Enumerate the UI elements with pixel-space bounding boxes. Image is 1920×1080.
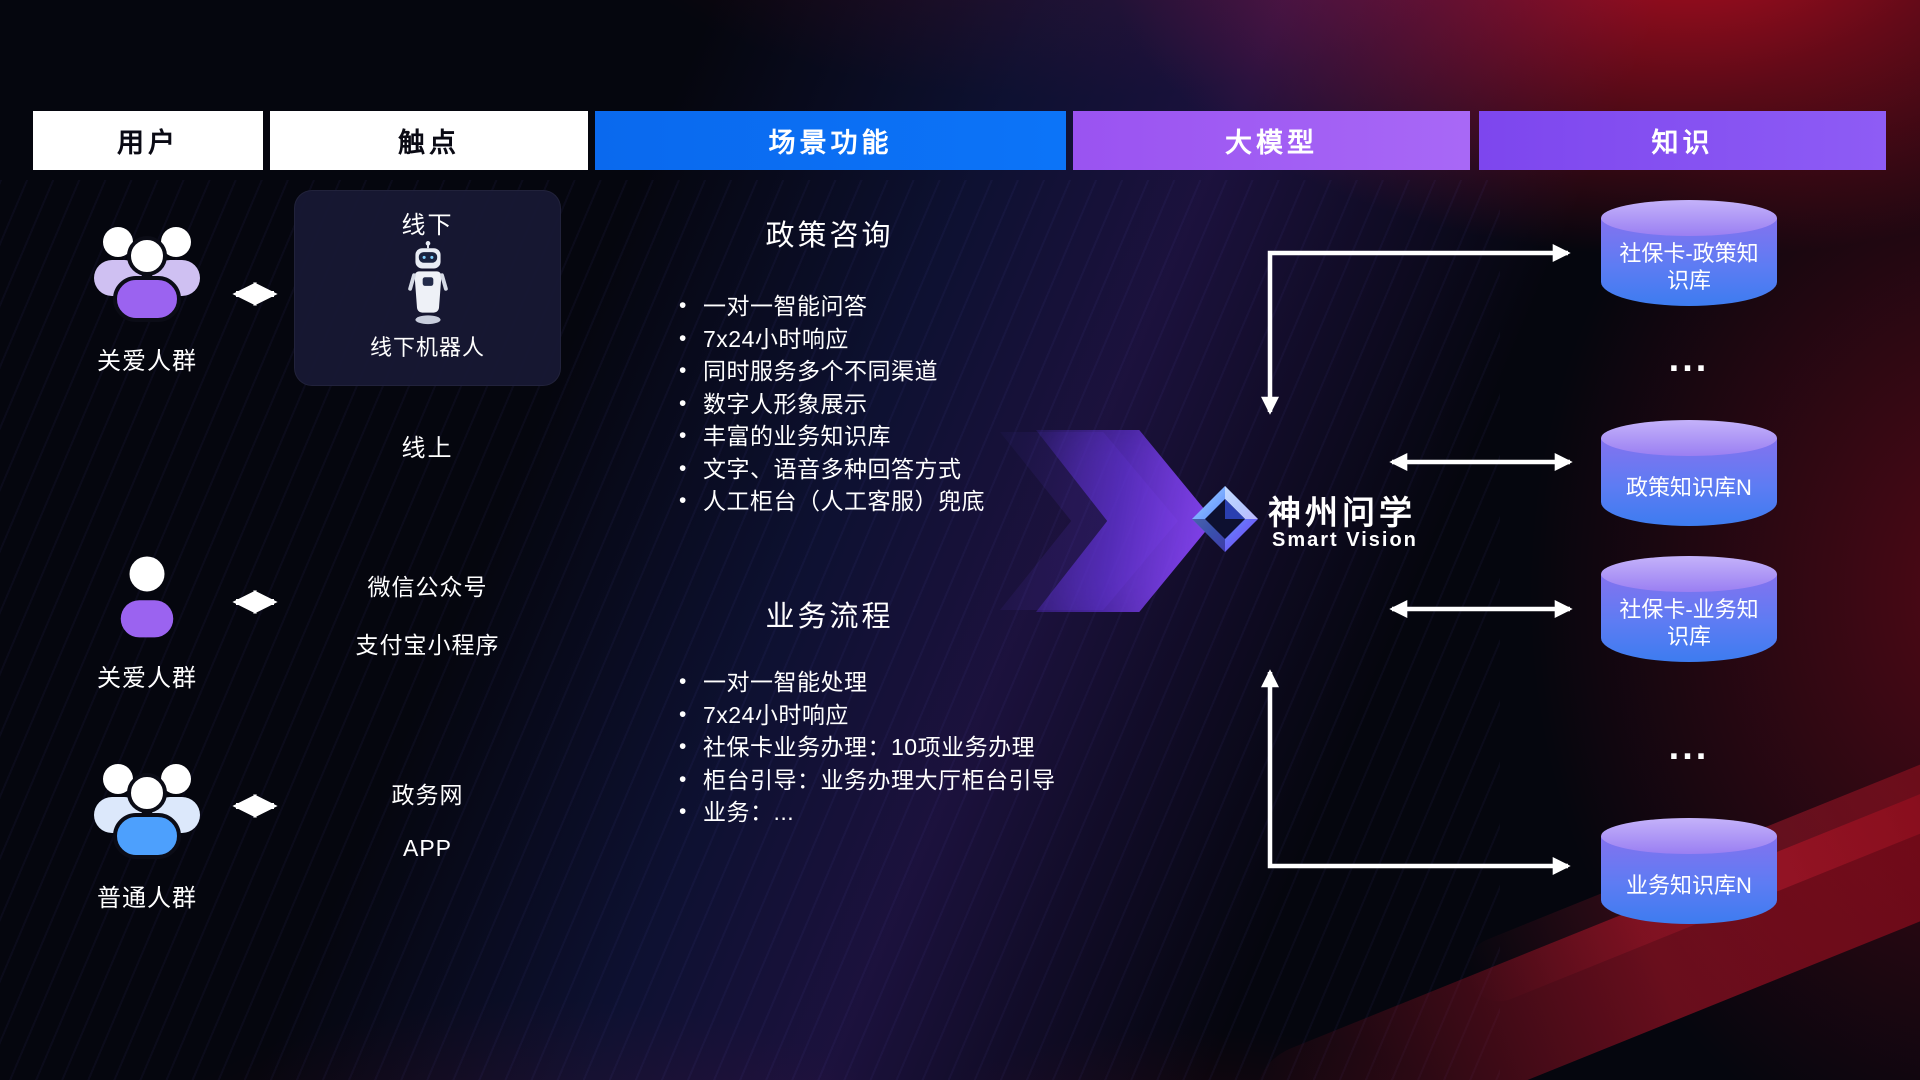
business-bullet: 柜台引导：业务办理大厅柜台引导 bbox=[677, 764, 1056, 797]
people-group-blue-icon bbox=[94, 764, 200, 859]
touchpoint-gov-web: 政务网 bbox=[391, 782, 464, 808]
business-bullet: 业务：... bbox=[677, 796, 1056, 829]
policy-bullet: 数字人形象展示 bbox=[677, 388, 985, 421]
flow-arrow-right bbox=[1000, 430, 1215, 612]
column-header-model: 大模型 bbox=[1073, 111, 1470, 170]
online-title: 线上 bbox=[401, 435, 454, 462]
database-cylinder-top bbox=[1601, 818, 1777, 854]
knowledge-ellipsis-2: ... bbox=[1668, 726, 1710, 768]
database-cylinder-top bbox=[1601, 200, 1777, 236]
column-header-knowledge: 知识 bbox=[1479, 111, 1886, 170]
user-label: 普通人群 bbox=[97, 885, 197, 912]
column-header-user: 用户 bbox=[33, 111, 263, 170]
touchpoint-alipay: 支付宝小程序 bbox=[355, 632, 500, 658]
user-block-general-group: 普通人群 bbox=[52, 753, 242, 913]
database-business-n: 业务知识库N bbox=[1601, 818, 1777, 924]
business-bullet-list: 一对一智能处理 7x24小时响应 社保卡业务办理：10项业务办理 柜台引导：业务… bbox=[677, 666, 1056, 829]
touchpoint-app: APP bbox=[402, 835, 453, 861]
offline-title: 线下 bbox=[401, 212, 454, 239]
scene-title-business: 业务流程 bbox=[765, 601, 894, 633]
database-policy-social-card: 社保卡-政策知识库 bbox=[1601, 200, 1777, 306]
column-header-touchpoint: 触点 bbox=[270, 111, 588, 170]
smart-vision-logo-icon bbox=[1192, 486, 1258, 552]
policy-bullet: 一对一智能问答 bbox=[677, 290, 985, 323]
policy-bullet: 7x24小时响应 bbox=[677, 323, 985, 356]
offline-robot-label: 线下机器人 bbox=[369, 335, 485, 360]
people-group-purple-icon bbox=[94, 227, 200, 322]
policy-bullet: 人工柜台（人工客服）兜底 bbox=[677, 485, 985, 518]
person-purple-icon bbox=[120, 556, 174, 638]
policy-bullet-list: 一对一智能问答 7x24小时响应 同时服务多个不同渠道 数字人形象展示 丰富的业… bbox=[677, 290, 985, 518]
database-label: 社保卡-业务知识库 bbox=[1601, 574, 1777, 662]
scene-title-policy: 政策咨询 bbox=[765, 220, 894, 252]
database-policy-n: 政策知识库N bbox=[1601, 420, 1777, 526]
user-block-care-group-1: 关爱人群 bbox=[52, 216, 242, 376]
model-name: 神州问学 bbox=[1268, 494, 1416, 531]
model-subtitle: Smart Vision bbox=[1272, 529, 1418, 551]
database-cylinder-top bbox=[1601, 420, 1777, 456]
policy-bullet: 文字、语音多种回答方式 bbox=[677, 453, 985, 486]
knowledge-ellipsis-1: ... bbox=[1668, 338, 1710, 380]
policy-bullet: 同时服务多个不同渠道 bbox=[677, 355, 985, 388]
business-bullet: 一对一智能处理 bbox=[677, 666, 1056, 699]
database-cylinder-top bbox=[1601, 556, 1777, 592]
user-label: 关爱人群 bbox=[97, 665, 197, 692]
offline-touchpoint-panel: 线下 线下机器人 bbox=[294, 190, 561, 386]
robot-icon bbox=[407, 241, 448, 325]
column-header-scene: 场景功能 bbox=[595, 111, 1066, 170]
database-label: 业务知识库N bbox=[1601, 836, 1777, 924]
flow-arrow-main bbox=[1036, 430, 1214, 612]
business-bullet: 社保卡业务办理：10项业务办理 bbox=[677, 731, 1056, 764]
policy-bullet: 丰富的业务知识库 bbox=[677, 420, 985, 453]
user-block-care-group-2: 关爱人群 bbox=[52, 551, 242, 693]
touchpoint-wechat: 微信公众号 bbox=[367, 574, 488, 600]
business-bullet: 7x24小时响应 bbox=[677, 699, 1056, 732]
user-label: 关爱人群 bbox=[97, 348, 197, 375]
database-business-social-card: 社保卡-业务知识库 bbox=[1601, 556, 1777, 662]
